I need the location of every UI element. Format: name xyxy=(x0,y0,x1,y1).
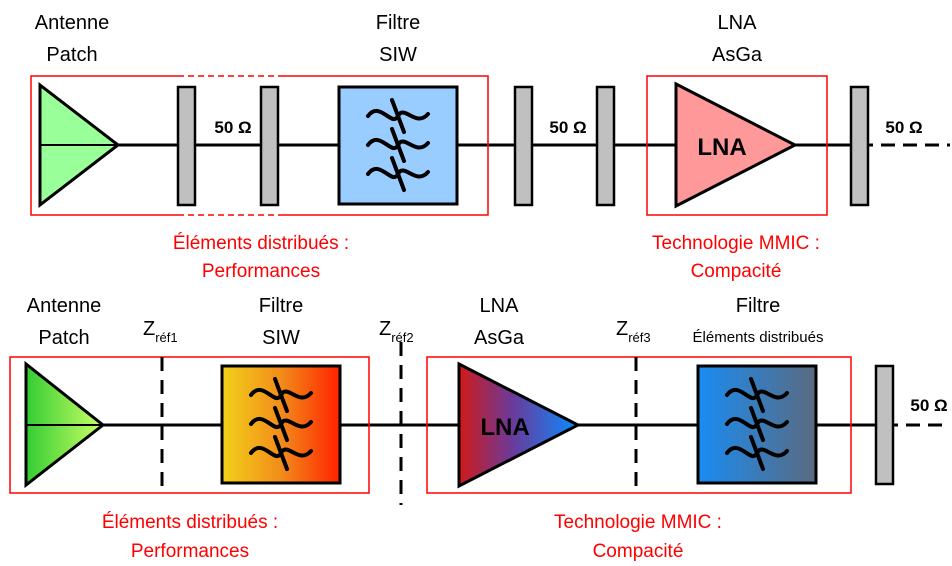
top-lna-label-line2: AsGa xyxy=(712,44,763,66)
top-impedance-label-1: 50 Ω xyxy=(214,118,251,137)
bottom-filter-label-line1: Filtre xyxy=(259,295,303,317)
top-antenna-label-line1: Antenne xyxy=(35,12,110,34)
bottom-lna-text: LNA xyxy=(480,414,529,441)
top-impedance-label-2: 50 Ω xyxy=(549,118,586,137)
zref1-main: Z xyxy=(143,318,155,340)
top-lna-text: LNA xyxy=(697,134,746,161)
zref2-sub: réf2 xyxy=(391,330,413,345)
bottom-lna-amplifier xyxy=(457,361,582,489)
top-filter-label-line2: SIW xyxy=(379,44,417,66)
zref1-sub: réf1 xyxy=(155,330,177,345)
top-stub-3 xyxy=(513,85,534,207)
top-stub-4 xyxy=(595,85,616,207)
zref3-label: Zréf3 xyxy=(616,318,651,345)
bottom-lna-label-line2: AsGa xyxy=(474,327,525,349)
bottom-filter2-label-line2: Éléments distribués xyxy=(693,329,824,346)
zref1-label: Zréf1 xyxy=(143,318,178,345)
bottom-filter2-symbol-icon xyxy=(725,377,789,471)
bottom-left-caption-line2: Performances xyxy=(131,541,249,562)
bottom-distributed-box xyxy=(9,356,370,494)
top-right-caption-line2: Compacité xyxy=(691,261,782,282)
top-stub-2 xyxy=(259,85,280,207)
bottom-antenna-label-line2: Patch xyxy=(38,327,89,349)
bottom-left-caption-line1: Éléments distribués : xyxy=(102,512,278,533)
top-impedance-label-3: 50 Ω xyxy=(885,118,922,137)
top-filter-symbol-icon xyxy=(366,98,430,192)
zref2-label: Zréf2 xyxy=(379,318,414,345)
bottom-mmic-box xyxy=(426,356,852,494)
top-stub-5 xyxy=(849,85,870,207)
bottom-impedance-label: 50 Ω xyxy=(910,396,947,415)
bottom-right-caption-line1: Technologie MMIC : xyxy=(554,512,722,533)
zref2-main: Z xyxy=(379,318,391,340)
zref3-main: Z xyxy=(616,318,628,340)
top-distributed-box-right xyxy=(278,75,489,216)
top-left-caption-line2: Performances xyxy=(202,261,320,282)
top-diagram: Antenne Patch Filtre SIW LNA AsGa 50 Ω 5… xyxy=(30,12,950,282)
top-antenna-label-line2: Patch xyxy=(46,44,97,66)
bottom-lna-label-line1: LNA xyxy=(480,295,520,317)
top-mmic-box xyxy=(646,75,828,216)
top-lna-label-line1: LNA xyxy=(718,12,758,34)
zref3-sub: réf3 xyxy=(628,330,650,345)
top-lna-amplifier xyxy=(674,81,799,209)
bottom-filter-label-line2: SIW xyxy=(262,327,300,349)
top-right-caption-line1: Technologie MMIC : xyxy=(652,233,820,254)
bottom-stub-out xyxy=(874,364,895,486)
bottom-diagram: Antenne Patch Filtre SIW LNA AsGa Filtre… xyxy=(9,295,950,562)
top-stub-1 xyxy=(176,85,197,207)
top-filter-label-line1: Filtre xyxy=(376,12,420,34)
bottom-antenna-label-line1: Antenne xyxy=(27,295,102,317)
bottom-right-caption-line2: Compacité xyxy=(593,541,684,562)
top-left-caption-line1: Éléments distribués : xyxy=(173,233,349,254)
bottom-filter2-label-line1: Filtre xyxy=(736,295,780,317)
bottom-filter-symbol-icon xyxy=(249,377,313,471)
top-distributed-box-left xyxy=(30,75,178,216)
